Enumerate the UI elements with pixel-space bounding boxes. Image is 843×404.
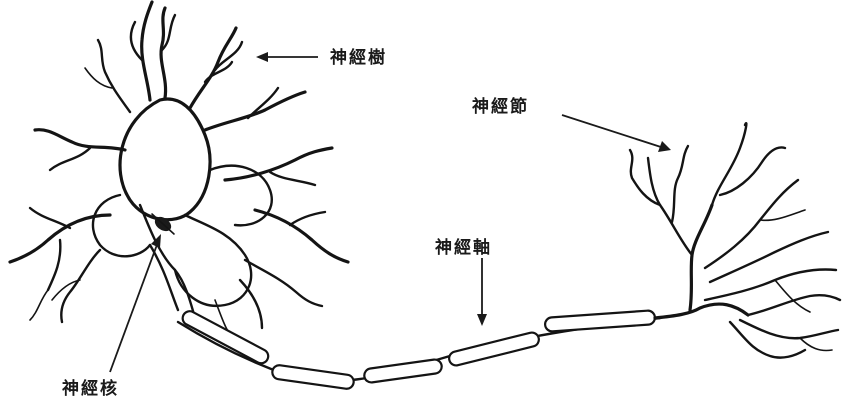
myelin-segment — [363, 359, 442, 384]
dendrite-label: 神經樹 — [330, 47, 387, 68]
axon-terminal — [630, 123, 840, 357]
axon-pointer — [477, 258, 487, 326]
myelin-segment — [180, 309, 270, 366]
axon-label: 神經軸 — [435, 237, 492, 258]
myelin-segment — [448, 331, 541, 367]
nucleus-label: 神經核 — [62, 378, 119, 399]
dendrites — [10, 2, 348, 342]
axon — [178, 309, 660, 390]
nerve-ending-label: 神經節 — [472, 96, 529, 117]
nerve-ending-pointer — [562, 115, 671, 152]
myelin-segment — [271, 364, 354, 389]
myelin-segment — [545, 310, 656, 332]
dendrite-pointer — [256, 52, 318, 62]
